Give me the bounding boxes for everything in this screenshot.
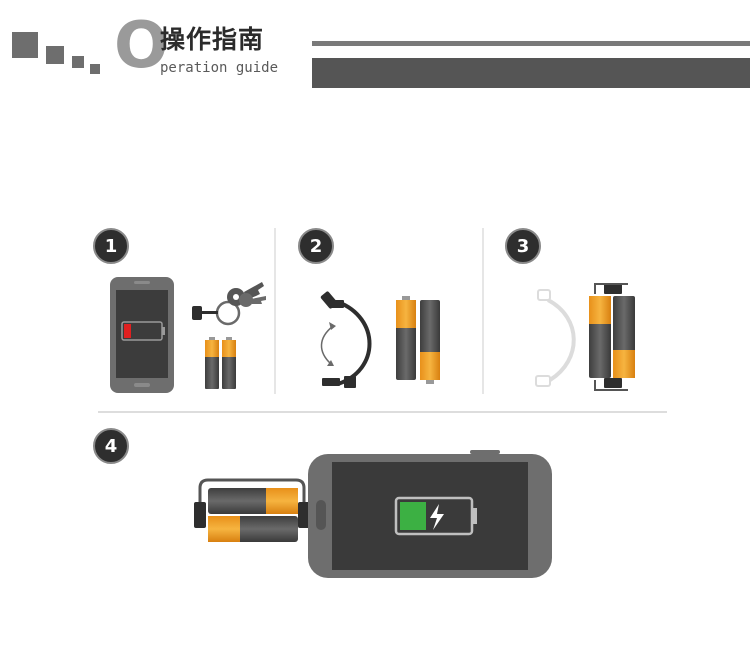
page-title: 操作指南 [160, 25, 265, 54]
battery-adapter-assembled-icon [589, 283, 635, 391]
header-bar: O 操作指南 peration guide [0, 0, 750, 100]
keychain-icon [192, 282, 266, 326]
cable-ghost-icon [535, 289, 576, 387]
header-rule-thick [312, 58, 750, 88]
deco-square [12, 32, 38, 58]
step-badge-1: 1 [93, 228, 129, 264]
step-badge-2: 2 [298, 228, 334, 264]
step-badge-4: 4 [93, 428, 129, 464]
step-number-2: 2 [310, 236, 323, 257]
battery-pair-small-icon [205, 337, 236, 389]
step-number-1: 1 [105, 236, 118, 257]
header-big-letter: O [114, 9, 169, 83]
lightning-bolt-icon [430, 504, 444, 530]
phone-charging-icon [308, 450, 552, 578]
step-number-4: 4 [105, 436, 118, 457]
battery-charger-pack-icon [194, 478, 310, 542]
phone-low-battery-icon [110, 277, 174, 393]
cable-adapter-icon [320, 291, 372, 388]
page-subtitle: peration guide [160, 60, 279, 76]
rotate-arrows-icon [320, 322, 336, 366]
deco-square [46, 46, 64, 64]
deco-square [90, 64, 100, 74]
step-badge-3: 3 [505, 228, 541, 264]
battery-pair-icon [396, 296, 440, 384]
step-number-3: 3 [517, 236, 530, 257]
panel-dividers [98, 228, 667, 413]
deco-square [72, 56, 84, 68]
header-rule-thin [312, 41, 750, 46]
